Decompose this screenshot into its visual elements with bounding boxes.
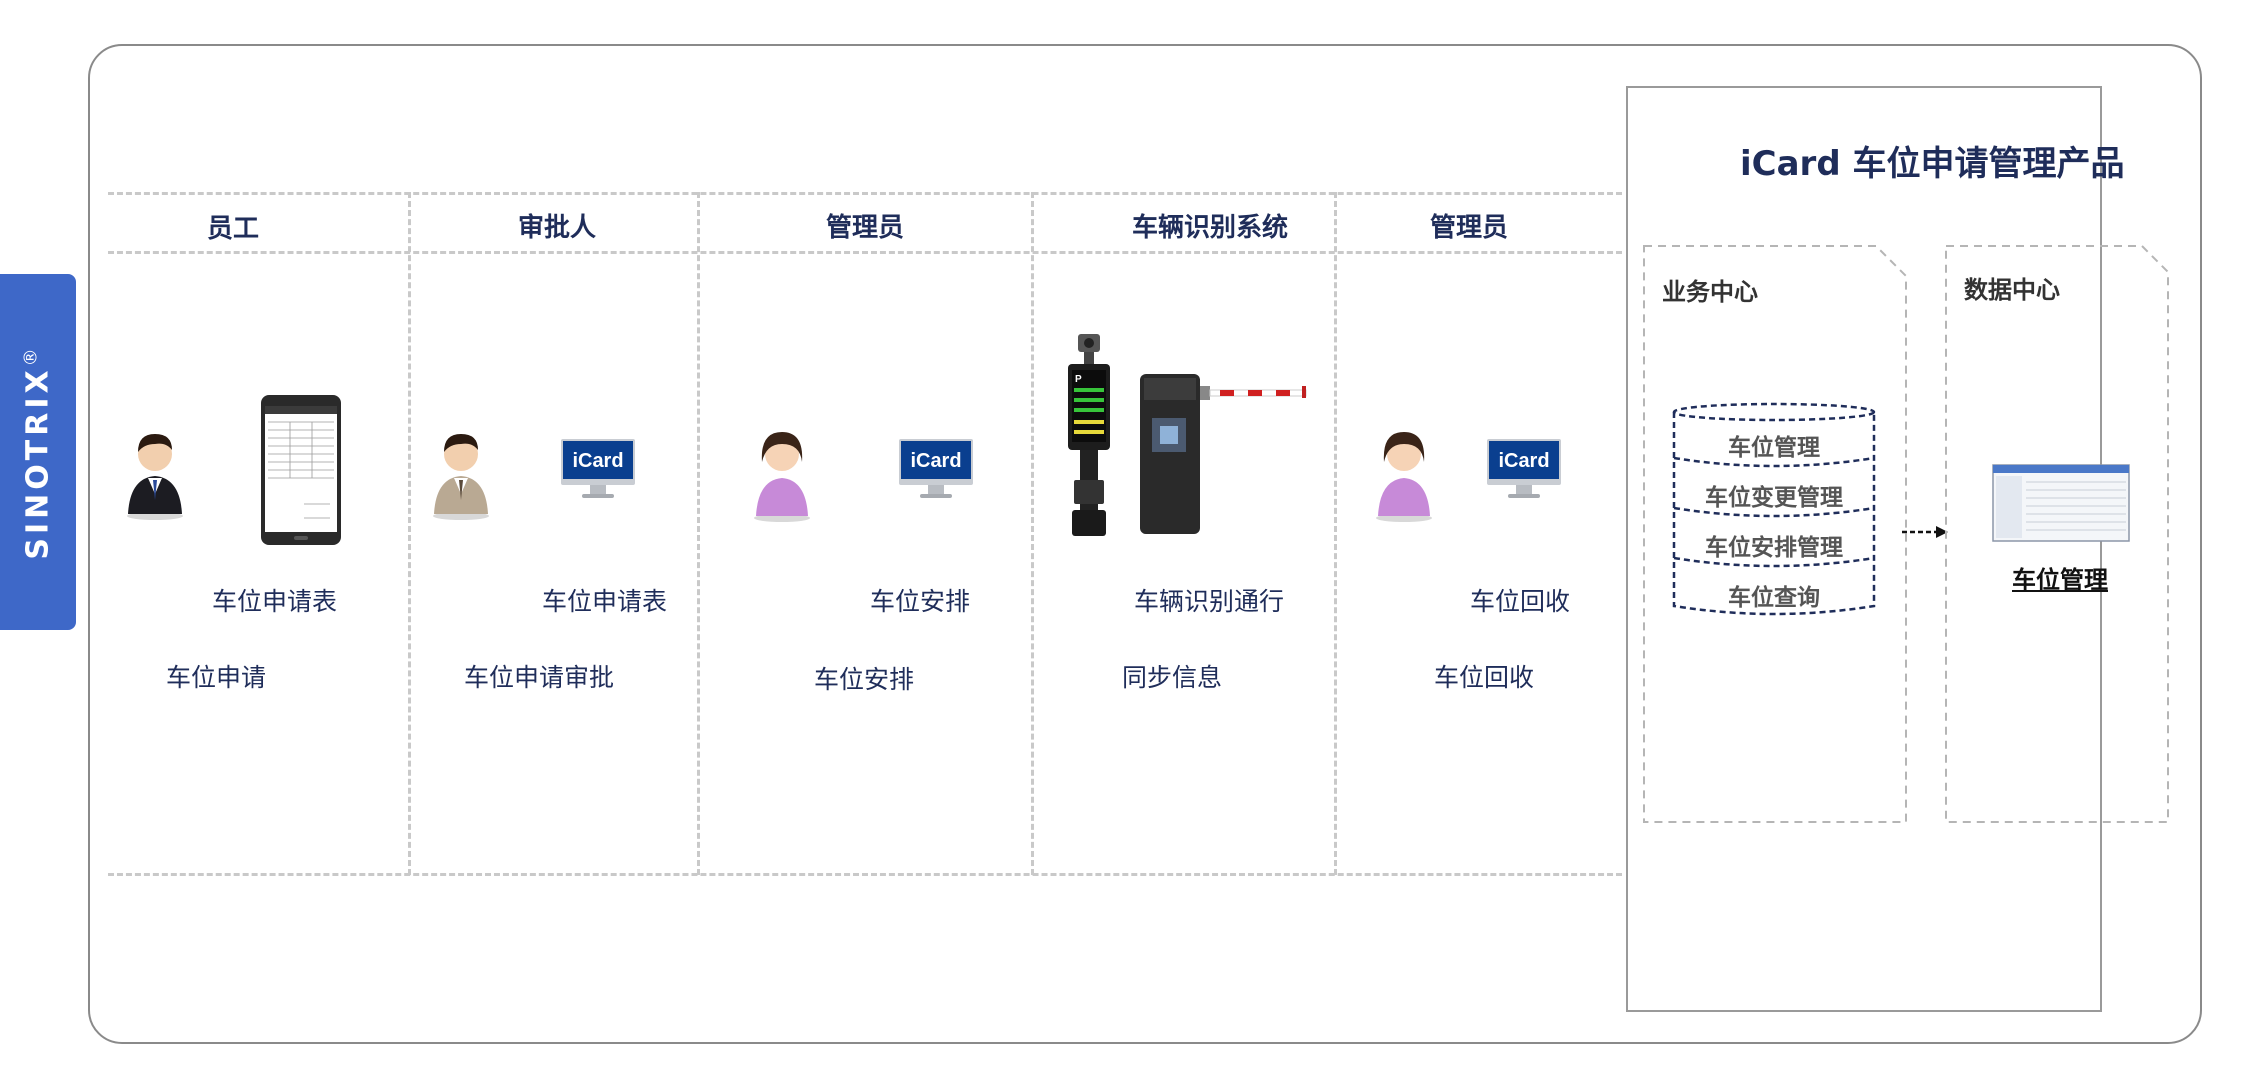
lane-divider <box>1031 192 1034 875</box>
brand-logo: SINOTRIX® <box>21 344 56 559</box>
monitor-brand-text: iCard <box>1498 450 1549 472</box>
admin-avatar-icon <box>1376 432 1432 522</box>
diagram-frame <box>88 44 2202 1044</box>
plate-recognition-camera-icon: P <box>1068 334 1110 536</box>
module-label: 车位安排管理 <box>1705 535 1843 561</box>
step-label: 车位申请审批 <box>464 663 615 692</box>
monitor-brand-text: iCard <box>910 450 961 472</box>
brand-name: SINOTRIX <box>20 366 56 560</box>
data-center-label: 车位管理 <box>2012 566 2108 594</box>
lane-header-top-line <box>108 192 1622 195</box>
icard-monitor-icon: iCard <box>561 439 635 498</box>
module-label: 车位变更管理 <box>1705 485 1843 511</box>
step-label: 车位回收 <box>1434 663 1535 692</box>
lane-title-admin: 管理员 <box>826 213 905 243</box>
module-label: 车位管理 <box>1728 435 1820 461</box>
product-panel <box>1626 86 2102 1012</box>
step-label: 车位安排 <box>814 665 915 694</box>
step-label: 车位申请表 <box>542 587 668 616</box>
management-app-screenshot-icon <box>1992 464 2130 542</box>
sync-arrow-icon <box>1902 526 1948 538</box>
lane-bottom-line <box>108 873 1622 876</box>
brand-tab: SINOTRIX® <box>0 274 76 630</box>
lane-title-admin-recycle: 管理员 <box>1430 213 1509 243</box>
approver-avatar-icon <box>433 434 489 520</box>
registered-mark: ® <box>20 344 42 367</box>
business-center-box <box>1643 245 1907 823</box>
icard-monitor-icon: iCard <box>899 439 973 498</box>
icard-monitor-icon: iCard <box>1487 439 1561 498</box>
data-center-title: 数据中心 <box>1964 276 2060 304</box>
phone-form-icon <box>261 395 341 545</box>
lane-title-vehicle-system: 车辆识别系统 <box>1132 213 1289 243</box>
step-label: 车位回收 <box>1470 587 1571 616</box>
lane-divider <box>408 192 411 875</box>
step-label: 车位安排 <box>870 587 971 616</box>
lane-header-bottom-line <box>108 251 1622 254</box>
svg-text:P: P <box>1075 374 1082 385</box>
step-label: 车位申请 <box>166 663 267 692</box>
business-center-title: 业务中心 <box>1662 278 1758 306</box>
lane-title-approver: 审批人 <box>518 213 597 243</box>
monitor-brand-text: iCard <box>572 450 623 472</box>
step-label: 同步信息 <box>1122 663 1223 692</box>
employee-avatar-icon <box>127 434 183 520</box>
admin-avatar-icon <box>754 432 810 522</box>
business-modules-database <box>1672 402 1876 616</box>
parking-barrier-gate-icon <box>1140 374 1307 534</box>
lane-divider <box>697 192 700 875</box>
lane-title-employee: 员工 <box>207 214 260 244</box>
product-title: iCard 车位申请管理产品 <box>1740 144 2125 184</box>
lane-divider <box>1334 192 1337 875</box>
module-label: 车位查询 <box>1728 585 1820 611</box>
step-label: 车位申请表 <box>212 587 338 616</box>
data-center-box <box>1945 245 2169 823</box>
step-label: 车辆识别通行 <box>1134 587 1285 616</box>
